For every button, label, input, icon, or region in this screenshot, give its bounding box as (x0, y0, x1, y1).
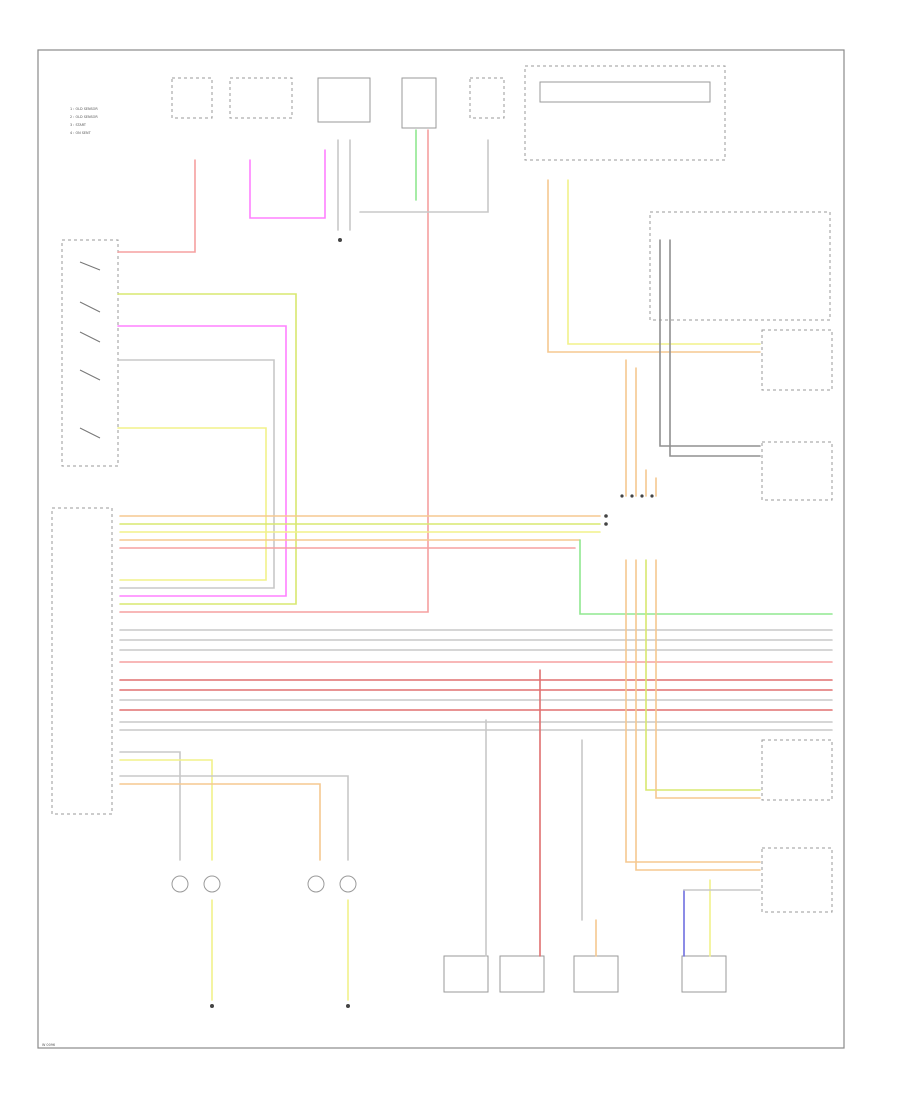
legend-line-2: 2 : OLD SENSOR (70, 115, 98, 119)
bus-wires (119, 515, 833, 731)
legend: 1 : OLD SENSOR 2 : OLD SENSOR 3 : START … (70, 107, 98, 135)
diagram-frame (37, 49, 845, 1049)
footer-code: W 0096 (42, 1043, 55, 1047)
legend-line-4: 4 : ON SENT (70, 131, 92, 135)
light-switch (61, 239, 119, 467)
junction-connector (604, 359, 761, 871)
legend-line-1: 1 : OLD SENSOR (70, 107, 98, 111)
lower-lamps (119, 751, 357, 1008)
bottom-components (443, 669, 761, 993)
switch-output-wires (117, 293, 297, 605)
vehicle-electrical-module (51, 507, 113, 815)
cluster-wires (547, 179, 761, 457)
pink-feed-wire (249, 149, 326, 219)
red-feed-wire (117, 159, 196, 253)
top-fuse-blocks (171, 65, 726, 161)
legend-line-3: 3 : START (70, 123, 87, 127)
top-vertical-wires (117, 129, 489, 613)
right-modules (649, 211, 833, 913)
